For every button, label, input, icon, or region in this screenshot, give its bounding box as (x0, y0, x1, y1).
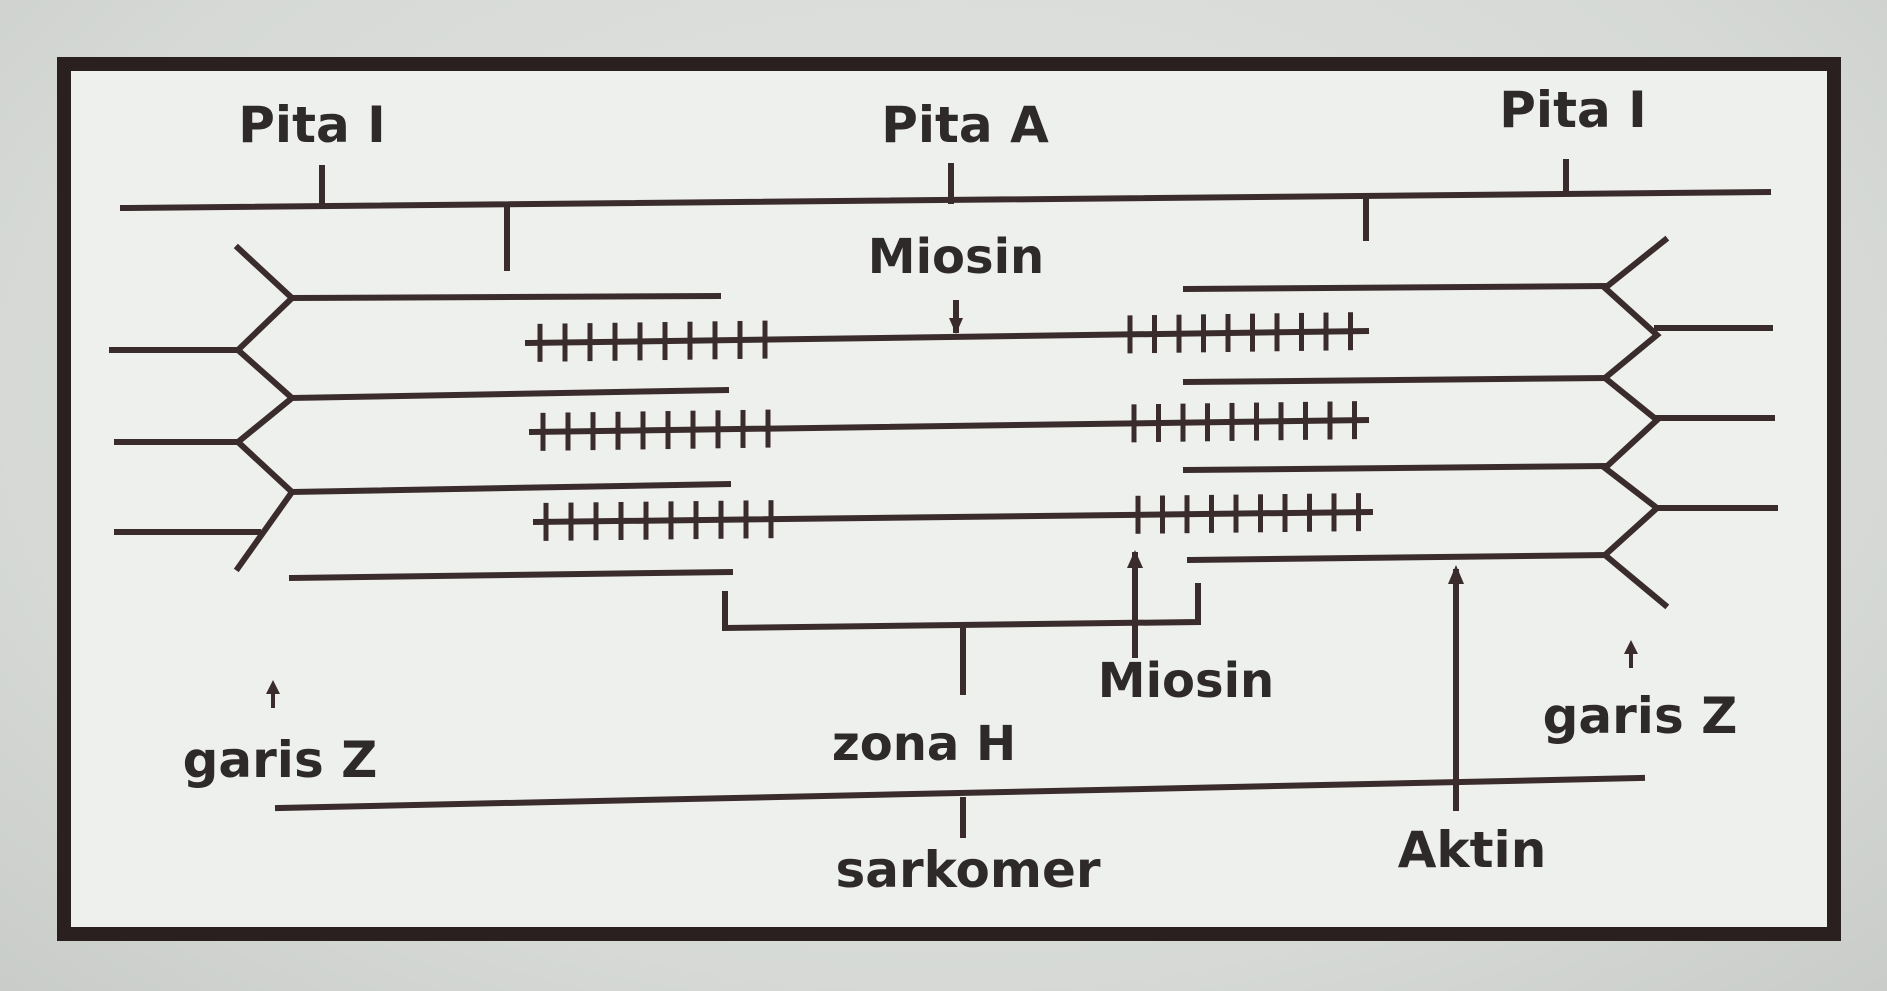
pita-a-label: Pita A (881, 96, 1049, 154)
zona-h-label: zona H (832, 716, 1016, 772)
diagram-lines (109, 159, 1778, 838)
actin-right (1186, 551, 1609, 564)
miosin-top-label: Miosin (868, 229, 1044, 285)
actin-right (1182, 374, 1609, 386)
actin-right (1182, 282, 1609, 293)
myosin-filament (528, 416, 1370, 436)
miosin-bottom-label: Miosin (1098, 653, 1274, 709)
arrow-heads (266, 318, 1638, 694)
band-bar (119, 188, 1772, 212)
miosin-bottom-arrowhead (1127, 550, 1143, 568)
pita-i-right-label: Pita I (1499, 81, 1646, 139)
actin-left (288, 568, 734, 582)
sarkomer-label: sarkomer (835, 841, 1100, 899)
garis-z-right-arrowhead (1624, 640, 1638, 654)
aktin-label: Aktin (1398, 821, 1547, 879)
pita-i-left-label: Pita I (238, 96, 385, 154)
garis-z-left-label: garis Z (183, 731, 378, 789)
actin-right (1182, 462, 1609, 474)
cross-bridges (537, 312, 1361, 541)
garis-z-right-label: garis Z (1543, 687, 1738, 745)
actin-left (288, 292, 722, 302)
actin-left (288, 386, 730, 402)
garis-z-left-arrowhead (266, 680, 280, 694)
diagram-frame (57, 57, 1841, 941)
miosin-top-arrowhead (949, 318, 963, 334)
aktin-arrowhead (1448, 565, 1464, 584)
myosin-filament (532, 508, 1374, 526)
actin-left (288, 480, 732, 496)
sarcomere-bar (274, 774, 1646, 812)
